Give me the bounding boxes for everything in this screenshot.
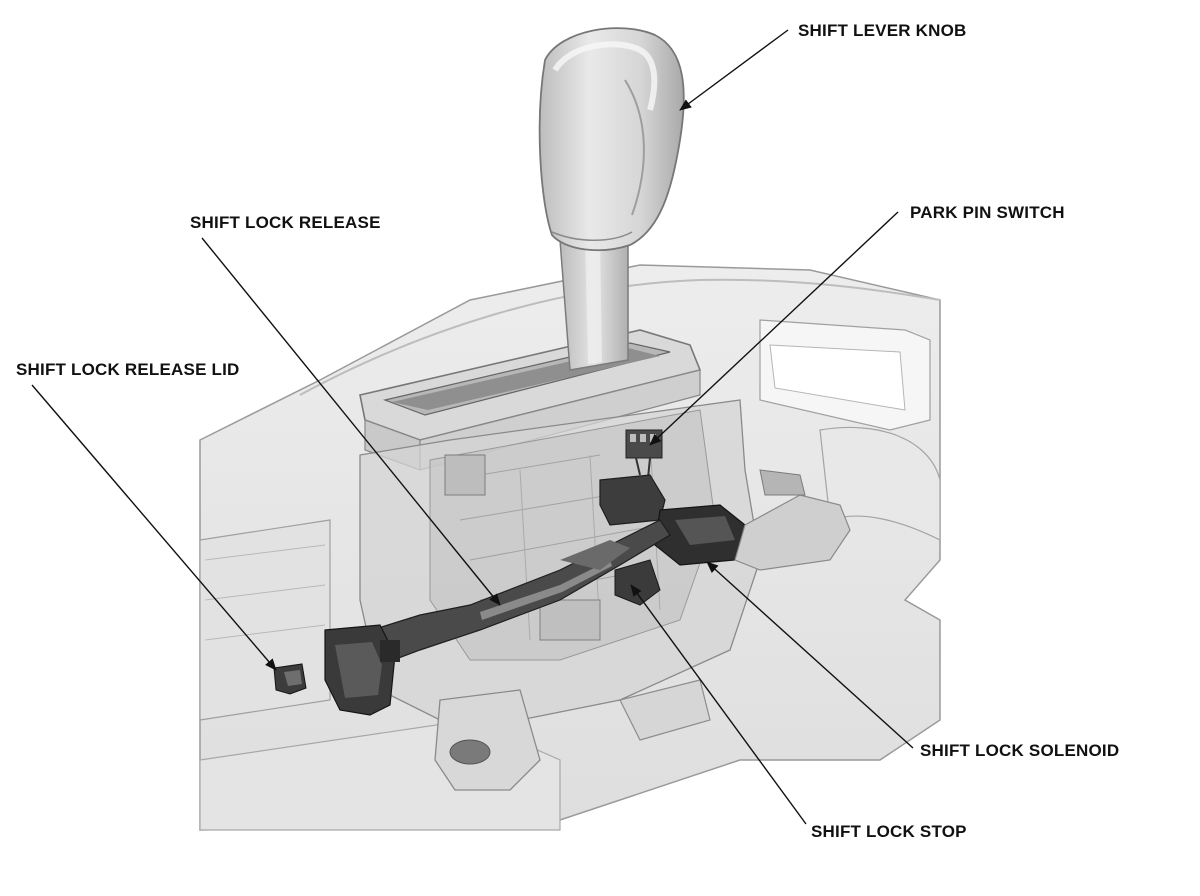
shift-lock-release-lid-part [273,663,307,695]
shift-lock-solenoid-part [599,469,851,571]
leader-shift-lock-release-lid [31,384,277,671]
shift-lever-knob [538,27,685,252]
leader-shift-lock-solenoid [706,561,914,749]
label-park-pin-switch: PARK PIN SWITCH [910,203,1065,222]
shift-lock-stop-part [614,559,661,606]
leader-shift-lock-release [201,237,501,606]
leader-shift-lock-stop [630,584,807,825]
label-shift-lock-release-lid: SHIFT LOCK RELEASE LID [16,360,240,379]
label-shift-lever-knob: SHIFT LEVER KNOB [798,21,967,40]
shift-lock-release-part [324,519,671,716]
leader-park-pin-switch [649,211,899,446]
label-shift-lock-solenoid: SHIFT LOCK SOLENOID [920,741,1120,760]
shift-lever-shaft [559,231,629,371]
leader-lines [31,29,914,825]
label-shift-lock-stop: SHIFT LOCK STOP [811,822,967,841]
label-shift-lock-release: SHIFT LOCK RELEASE [190,213,381,232]
leader-shift-lever-knob [679,29,789,111]
